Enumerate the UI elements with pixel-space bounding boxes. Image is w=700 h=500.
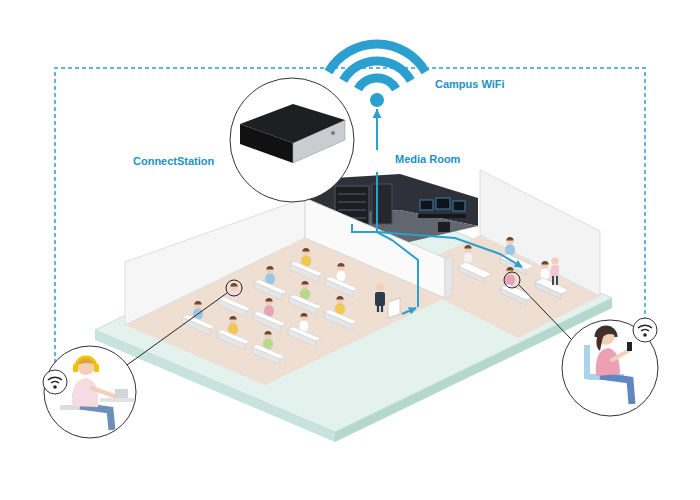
arm [92, 388, 114, 396]
bench [182, 315, 215, 336]
student-figure [300, 281, 310, 300]
lecturer-body [375, 292, 385, 306]
device-button [331, 131, 335, 135]
device-zoom-circle [230, 78, 354, 202]
wifi-arc [358, 78, 396, 89]
bench [254, 280, 287, 301]
monitor [453, 201, 465, 211]
highlight-ring [226, 280, 242, 296]
monitor [436, 198, 450, 209]
node-text: Campus WiFi [435, 78, 505, 91]
wifi-badge-dot [643, 333, 647, 337]
bench [324, 310, 357, 331]
bench [289, 295, 322, 316]
student-figure [505, 237, 515, 256]
bench [253, 312, 286, 333]
audio-flow-line [352, 172, 377, 232]
headphones [76, 357, 96, 367]
head [77, 357, 95, 375]
bench [290, 262, 323, 283]
student-figure [336, 263, 346, 282]
bench [252, 345, 285, 366]
arm [612, 351, 628, 360]
table [458, 262, 492, 283]
wifi-badge-dot [53, 385, 57, 389]
audio-flow-line [377, 232, 418, 307]
wifi-arc [329, 44, 426, 72]
zoom-circle [44, 346, 136, 438]
partition-wall [305, 198, 445, 298]
student-figure [299, 313, 309, 332]
wifi-arc [343, 61, 411, 81]
student-figure [335, 296, 345, 315]
partition-end [445, 255, 452, 298]
device-top [240, 104, 345, 143]
wifi-badge [43, 370, 67, 394]
node-text: ConnectStation [133, 155, 215, 168]
person-legs [553, 275, 557, 285]
media-desk [418, 214, 466, 218]
bench [288, 327, 321, 348]
student-figure [229, 283, 239, 302]
legs [80, 406, 112, 430]
standing-person [551, 257, 559, 285]
person-head [551, 257, 558, 264]
student-figure [264, 298, 274, 317]
zoom-leader [127, 293, 227, 365]
zoom-circle [562, 320, 658, 416]
bench [217, 330, 250, 351]
wifi-symbol [329, 44, 426, 89]
student-figure [193, 301, 203, 320]
table [500, 284, 534, 305]
highlight-ring [504, 272, 520, 288]
student-figure [540, 261, 550, 280]
audio-flow-line [402, 308, 416, 314]
bench [218, 297, 251, 318]
student-figure [301, 248, 311, 267]
student-figure [228, 316, 238, 335]
torso [72, 378, 98, 407]
node-text: Media Room [395, 153, 461, 166]
zoom-leader [519, 285, 572, 340]
headphones [596, 327, 616, 337]
hair [596, 327, 615, 351]
wifi-badge [633, 318, 657, 342]
listener-figure [60, 356, 144, 430]
listener-figure [584, 327, 632, 404]
wifi-label: Campus WiFi [330, 40, 511, 109]
room-label: Media Room [368, 150, 465, 170]
wifi-badge-icon [638, 325, 652, 331]
desk [100, 398, 144, 402]
headphone-cup [94, 364, 99, 372]
student-figure [265, 266, 275, 285]
wifi-dot [370, 93, 384, 107]
lecturer [375, 283, 385, 312]
laptop [115, 389, 128, 398]
monitor [420, 200, 433, 210]
seminar-wall [480, 170, 600, 296]
device-label: ConnectStation [130, 152, 218, 172]
student-figure [263, 331, 273, 350]
uplink-connector [376, 109, 378, 150]
student-figure [463, 245, 473, 264]
legs [600, 376, 632, 404]
server-rack [372, 184, 392, 224]
student-figure [505, 267, 515, 286]
media-chair [438, 222, 450, 232]
lecture-hall-wall [125, 198, 305, 325]
headphone-cup [73, 364, 78, 372]
lecturer-head [376, 283, 384, 291]
person-body [551, 265, 559, 276]
chair-back [584, 345, 590, 379]
bench [325, 277, 358, 298]
lectern [388, 298, 400, 318]
wifi-badge-icon [48, 377, 62, 383]
audio-flow-line [377, 232, 522, 267]
torso [596, 348, 620, 376]
phone [627, 342, 632, 351]
